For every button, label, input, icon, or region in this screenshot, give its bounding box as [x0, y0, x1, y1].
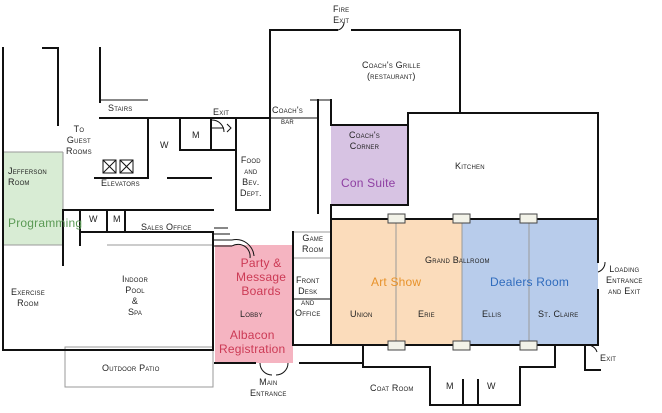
front-desk-label: Front Desk and Office [295, 275, 321, 318]
art-show-label: Art Show [371, 275, 422, 289]
restroom-m-upper-label: M [192, 130, 200, 140]
erie-label: Erie [418, 309, 435, 319]
con-suite-label: Con Suite [341, 176, 396, 190]
coachs-corner-label: Coach's Corner [349, 130, 380, 151]
dealers-room-label: Dealers Room [490, 275, 570, 289]
exit-upper-label: Exit [213, 107, 230, 117]
indoor-pool-label: Indoor Pool & Spa [122, 274, 149, 317]
restroom-m-lower-label: M [446, 381, 454, 391]
registration-area [215, 245, 293, 363]
food-bev-label: Food and Bev. Dept. [240, 155, 262, 198]
exercise-room-label: Exercise Room [11, 287, 45, 308]
union-label: Union [350, 309, 373, 319]
elevators-label: Elevators [101, 178, 140, 188]
outdoor-patio-label: Outdoor Patio [102, 363, 160, 373]
restroom-w-lower-label: W [487, 381, 496, 391]
coachs-bar-label: Coach's bar [272, 105, 303, 126]
grand-ballroom-label: Grand Ballroom [425, 255, 490, 265]
kitchen-label: Kitchen [455, 161, 485, 171]
coachs-grille-label: Coach's Grille (restaurant) [362, 60, 421, 81]
st-claire-label: St. Claire [538, 309, 579, 319]
restroom-w-upper-label: W [160, 140, 169, 150]
jefferson-room-area [3, 152, 63, 245]
party-boards-label: Party & Message Boards [236, 256, 287, 298]
jefferson-room-label: Jefferson Room [8, 166, 47, 187]
dealers-room-area [462, 219, 598, 345]
programming-label: Programming [8, 216, 83, 230]
fire-exit-label: Fire Exit [333, 4, 350, 25]
albacon-registration-label: Albacon Registration [219, 328, 286, 356]
loading-entrance-label: Loading Entrance and Exit [606, 264, 643, 296]
sales-office-label: Sales Office [141, 222, 192, 232]
exit-lower-label: Exit [600, 353, 617, 363]
main-entrance-label: Main Entrance [250, 377, 287, 398]
stairs-label: Stairs [108, 103, 133, 113]
restroom-w-mid-label: W [89, 214, 98, 224]
to-guest-rooms-label: To Guest Rooms [66, 124, 92, 156]
lobby-label: Lobby [240, 309, 263, 319]
restroom-m-mid-label: M [113, 214, 121, 224]
game-room-label: Game Room [302, 233, 324, 254]
ellis-label: Ellis [482, 309, 502, 319]
con-suite-area [331, 125, 408, 205]
coat-room-label: Coat Room [370, 383, 414, 393]
